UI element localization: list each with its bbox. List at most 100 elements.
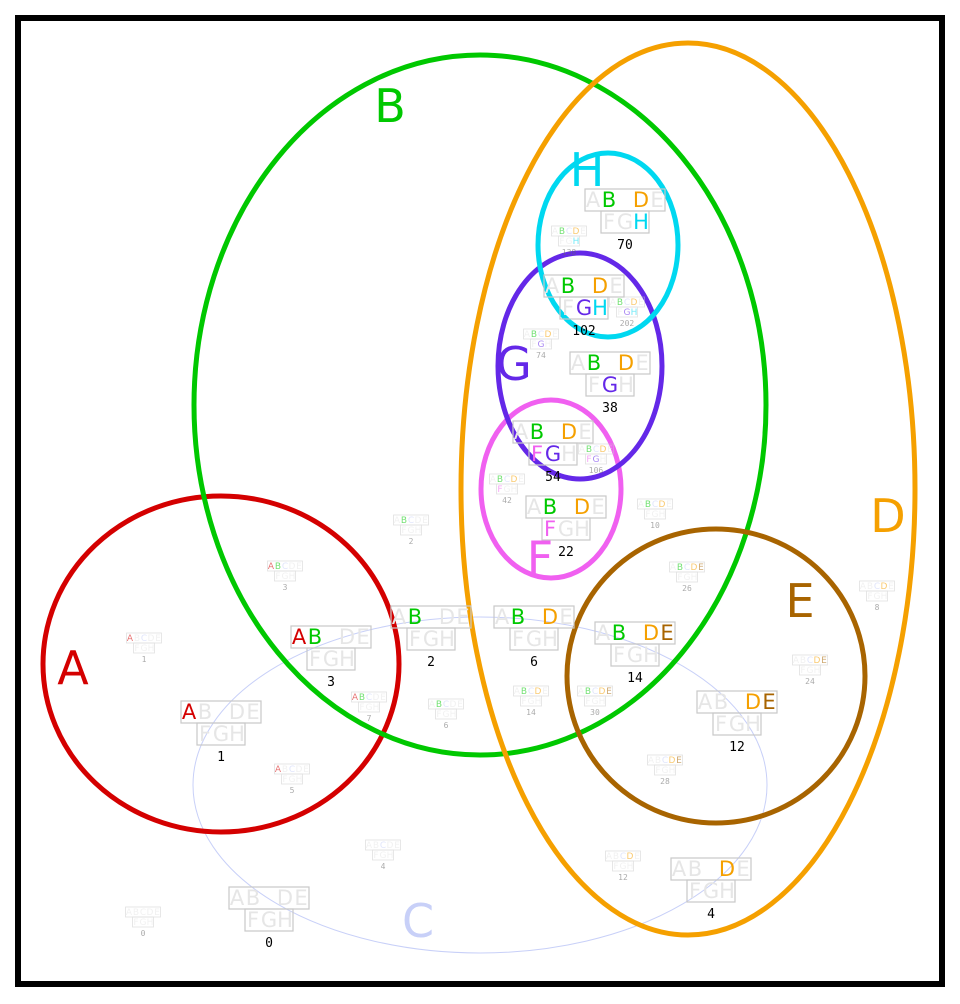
glyph-frame-bottom	[509, 627, 559, 651]
glyph-letter-e: E	[638, 298, 644, 308]
glyph-letter-g: G	[289, 775, 296, 785]
glyph-letter-b: B	[677, 563, 683, 573]
glyph-letter-c: C	[443, 700, 449, 710]
glyph-letter-d: D	[574, 495, 590, 519]
glyph-letter-f: F	[436, 710, 441, 720]
glyph-frame-bottom	[686, 879, 736, 903]
glyph-letter-b: B	[531, 330, 537, 340]
glyph-letter-a: A	[127, 634, 134, 644]
glyph-letter-h: H	[669, 766, 676, 776]
region-count: 3	[283, 583, 288, 592]
region-count: 12	[729, 740, 745, 755]
glyph-letter-h: H	[511, 485, 518, 495]
glyph-letter-e: E	[634, 852, 640, 862]
set-ellipse-d	[458, 40, 918, 938]
glyph-frame-bottom	[799, 664, 821, 676]
set-ellipse-g	[495, 250, 665, 482]
glyph-letter-c: C	[289, 765, 295, 775]
glyph-letter-e: E	[552, 330, 558, 340]
glyph-letter-a: A	[495, 605, 510, 629]
glyph-letter-g: G	[528, 697, 535, 707]
glyph-frame-bottom	[584, 695, 606, 707]
glyph-frame-bottom	[196, 722, 246, 746]
glyph-letter-g: G	[408, 526, 415, 536]
glyph-frame-bottom	[612, 860, 634, 872]
glyph-letter-d: D	[691, 563, 698, 573]
glyph-letter-g: G	[703, 879, 719, 903]
glyph-letter-b: B	[511, 605, 525, 629]
glyph-letter-b: B	[408, 605, 422, 629]
glyph-letter-a: A	[429, 700, 436, 710]
glyph-letter-c: C	[874, 582, 880, 592]
glyph-letter-a: A	[793, 656, 800, 666]
glyph-letter-b: B	[282, 765, 288, 775]
glyph-letter-h: H	[659, 510, 666, 520]
glyph-letter-f: F	[603, 210, 615, 234]
glyph-letter-a: A	[571, 351, 586, 375]
glyph-letter-c: C	[282, 562, 288, 572]
glyph-letter-b: B	[602, 188, 616, 212]
glyph-letter-h: H	[600, 455, 607, 465]
glyph-letter-g: G	[558, 517, 574, 541]
glyph-letter-e: E	[888, 582, 894, 592]
glyph-letter-d: D	[439, 605, 455, 629]
glyph-letter-g: G	[627, 643, 643, 667]
glyph-letter-h: H	[535, 697, 542, 707]
glyph-letter-b: B	[613, 852, 619, 862]
glyph-letter-h: H	[277, 908, 293, 932]
glyph-letter-b: B	[867, 582, 873, 592]
glyph-letter-d: D	[147, 908, 154, 918]
glyph-letter-f: F	[588, 373, 600, 397]
glyph-frame-bottom	[281, 773, 303, 785]
glyph-frame-bottom	[712, 712, 762, 736]
glyph-letter-e: E	[591, 495, 604, 519]
glyph-letter-d: D	[592, 274, 608, 298]
glyph-letter-g: G	[213, 722, 229, 746]
glyph-letter-a: A	[606, 852, 613, 862]
glyph-letter-d: D	[229, 700, 245, 724]
region-count: 10	[650, 521, 660, 530]
glyph-frame-bottom	[644, 508, 666, 520]
glyph-letter-c: C	[538, 330, 544, 340]
glyph-letter-h: H	[643, 643, 659, 667]
glyph-letter-b: B	[561, 274, 575, 298]
region-count: 3	[327, 675, 335, 690]
glyph-letter-a: A	[578, 687, 585, 697]
glyph-letter-h: H	[618, 373, 634, 397]
glyph-letter-c: C	[807, 656, 813, 666]
region-count: 14	[627, 671, 643, 686]
glyph-letter-g: G	[617, 210, 633, 234]
region-count: 4	[381, 862, 386, 871]
set-label-f: F	[527, 531, 553, 585]
glyph-letter-a: A	[268, 562, 275, 572]
glyph-letter-f: F	[401, 526, 406, 536]
region-count: 102	[572, 324, 595, 339]
glyph-letter-e: E	[296, 562, 302, 572]
glyph-letter-d: D	[573, 227, 580, 237]
glyph-letter-f: F	[531, 442, 543, 466]
glyph-letter-e: E	[456, 605, 469, 629]
glyph-letter-g: G	[323, 647, 339, 671]
glyph-letter-h: H	[147, 918, 154, 928]
glyph-letter-h: H	[289, 572, 296, 582]
glyph-letter-h: H	[373, 703, 380, 713]
region-count: 5	[290, 786, 295, 795]
set-ellipses	[40, 40, 918, 954]
glyph-letter-c: C	[624, 298, 630, 308]
glyph-letter-b: B	[612, 621, 626, 645]
glyph-letter-g: G	[593, 455, 600, 465]
glyph-letter-b: B	[436, 700, 442, 710]
glyph-letter-f: F	[282, 775, 287, 785]
glyph-letter-c: C	[140, 908, 146, 918]
